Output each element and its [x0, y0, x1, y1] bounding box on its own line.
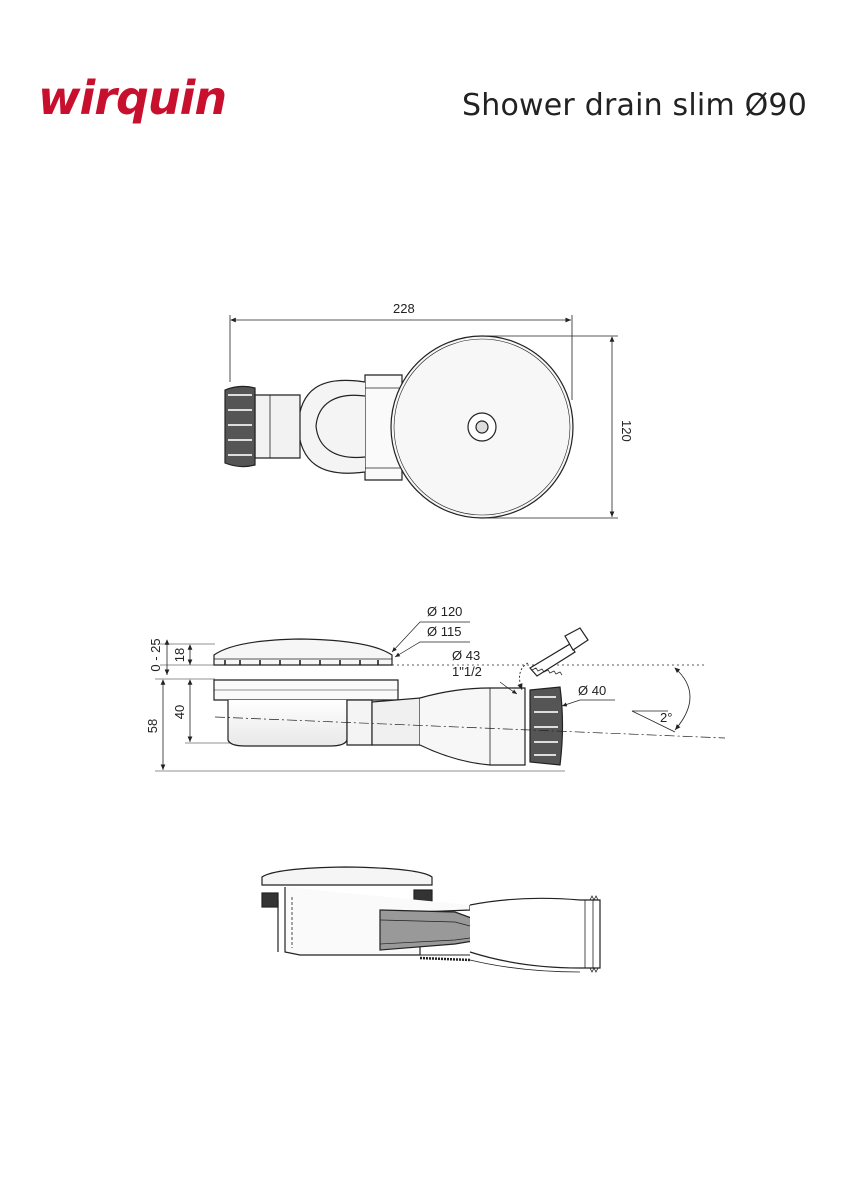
dimension-18-label: 18: [172, 648, 187, 662]
thread-size-label: 1"1/2: [452, 664, 482, 679]
dimension-height-label: 120: [619, 420, 634, 442]
wirquin-logo: wirquin: [38, 72, 227, 125]
dimension-width-label: 228: [393, 301, 415, 316]
cut-direction-arrow: [517, 662, 529, 691]
diameter-40-label: Ø 40: [578, 683, 606, 698]
dimension-58-label: 58: [145, 719, 160, 733]
section-view: [261, 866, 601, 973]
top-view: [224, 315, 618, 519]
diameter-120-label: Ø 120: [427, 604, 462, 619]
dimension-cover-range-label: 0 - 25: [148, 638, 163, 671]
slope-angle-label: 2°: [660, 710, 672, 725]
diameter-43-label: Ø 43: [452, 648, 480, 663]
cut-tool-icon: [529, 627, 589, 677]
side-view: [155, 621, 726, 772]
page-title: Shower drain slim Ø90: [462, 88, 807, 123]
logo-wordmark: wirquin: [38, 72, 226, 125]
diameter-115-label: Ø 115: [427, 624, 461, 639]
dimension-40-label: 40: [172, 705, 187, 719]
